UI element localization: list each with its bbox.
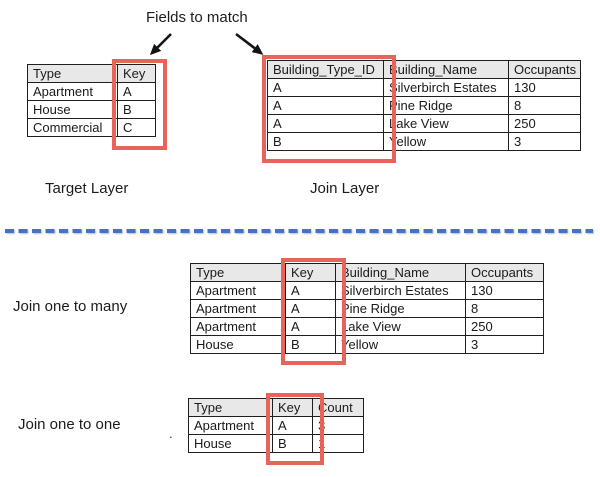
table-cell: Silverbirch Estates — [383, 78, 509, 97]
join-layer-label: Join Layer — [310, 180, 380, 197]
table-cell: A — [285, 281, 336, 300]
table-cell: House — [27, 100, 118, 119]
table-cell: 250 — [508, 114, 581, 133]
table-cell: B — [285, 335, 336, 354]
table-cell: Apartment — [27, 82, 118, 101]
table-cell: 3 — [465, 335, 544, 354]
fields-to-match-label: Fields to match — [146, 9, 248, 26]
column-header: Type — [188, 398, 273, 417]
right-arrow — [235, 32, 264, 55]
stray-period: . — [169, 426, 173, 441]
table-cell: Apartment — [190, 317, 286, 336]
table-cell: Apartment — [190, 299, 286, 318]
table-cell: House — [190, 335, 286, 354]
table-cell: A — [267, 96, 384, 115]
table-cell: A — [267, 114, 384, 133]
table-cell: 1 — [312, 434, 364, 453]
column-header: Type — [27, 64, 118, 83]
table-cell: Apartment — [188, 416, 273, 435]
target-layer-label: Target Layer — [45, 180, 129, 197]
table-cell: B — [267, 132, 384, 151]
column-header: Building_Type_ID — [267, 60, 384, 79]
table-cell: A — [117, 82, 156, 101]
table-cell: Pine Ridge — [335, 299, 466, 318]
left-arrow — [149, 33, 172, 56]
table-cell: House — [188, 434, 273, 453]
table-cell: A — [285, 317, 336, 336]
table-cell: 130 — [465, 281, 544, 300]
table-cell: Lake View — [383, 114, 509, 133]
table-cell: Apartment — [190, 281, 286, 300]
table-cell: 3 — [312, 416, 364, 435]
table-cell: B — [272, 434, 313, 453]
table-cell: A — [272, 416, 313, 435]
table-cell: 250 — [465, 317, 544, 336]
table-cell: Yellow — [383, 132, 509, 151]
column-header: Count — [312, 398, 364, 417]
table-cell: 8 — [465, 299, 544, 318]
table-cell: 130 — [508, 78, 581, 97]
column-header: Key — [285, 263, 336, 282]
table-cell: A — [267, 78, 384, 97]
column-header: Building_Name — [335, 263, 466, 282]
table-cell: 8 — [508, 96, 581, 115]
column-header: Building_Name — [383, 60, 509, 79]
table-cell: Yellow — [335, 335, 466, 354]
column-header: Occupants — [508, 60, 581, 79]
table-cell: 3 — [508, 132, 581, 151]
table-cell: A — [285, 299, 336, 318]
table-cell: Commercial — [27, 118, 118, 137]
table-cell: Silverbirch Estates — [335, 281, 466, 300]
column-header: Key — [117, 64, 156, 83]
column-header: Type — [190, 263, 286, 282]
table-cell: Lake View — [335, 317, 466, 336]
join-one-to-one-label: Join one to one — [18, 416, 121, 433]
join-one-to-many-label: Join one to many — [13, 298, 128, 315]
table-cell: C — [117, 118, 156, 137]
column-header: Key — [272, 398, 313, 417]
table-cell: Pine Ridge — [383, 96, 509, 115]
table-cell: B — [117, 100, 156, 119]
column-header: Occupants — [465, 263, 544, 282]
dashed-divider — [5, 229, 593, 233]
